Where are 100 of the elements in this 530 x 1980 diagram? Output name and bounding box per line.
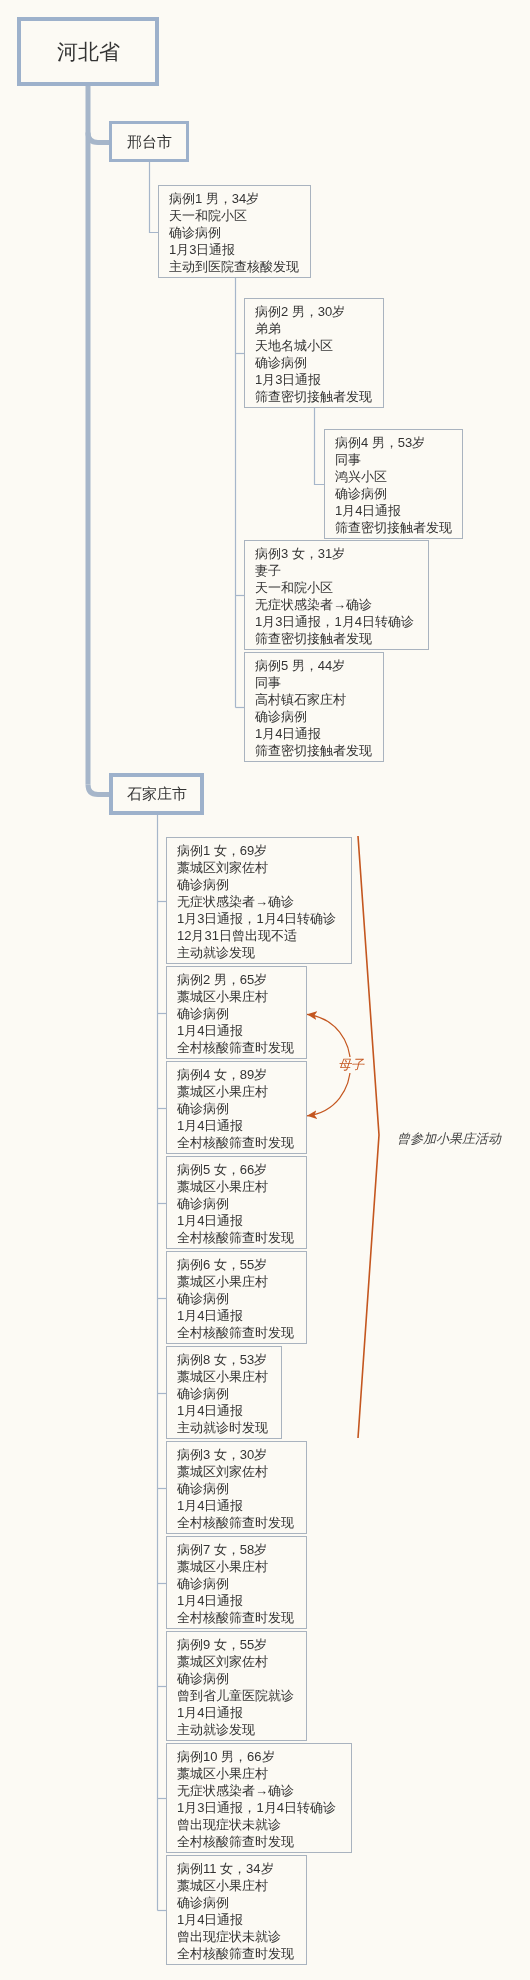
case-detail: 全村核酸筛查时发现 [177, 1039, 294, 1056]
case-detail: 12月31日曾出现不适 [177, 927, 297, 944]
case-detail: 全村核酸筛查时发现 [177, 1833, 294, 1850]
case-detail: 藁城区小果庄村 [177, 1877, 268, 1894]
case-heading: 病例11 女，34岁 [177, 1860, 274, 1877]
case-heading: 病例7 女，58岁 [177, 1541, 268, 1558]
case-box [166, 1251, 307, 1344]
case-detail: 全村核酸筛查时发现 [177, 1514, 294, 1531]
case-detail: 藁城区刘家佐村 [177, 859, 268, 876]
case-heading: 病例1 女，69岁 [177, 842, 268, 859]
case-detail: 筛查密切接触者发现 [255, 630, 372, 647]
case-heading: 病例2 男，30岁 [255, 303, 346, 320]
case-box [166, 1156, 307, 1249]
case-heading: 病例2 男，65岁 [177, 971, 268, 988]
case-detail: 无症状感染者→确诊 [177, 1782, 294, 1799]
case-heading: 病例5 女，66岁 [177, 1161, 268, 1178]
case-heading: 病例1 男，34岁 [169, 190, 260, 207]
case-detail: 1月3日通报，1月4日转确诊 [177, 910, 336, 927]
city-box [109, 121, 189, 162]
case-detail: 确诊病例 [177, 1480, 229, 1497]
case-detail: 藁城区刘家佐村 [177, 1653, 268, 1670]
case-detail: 1月4日通报 [177, 1704, 244, 1721]
case-detail: 天一和院小区 [169, 207, 247, 224]
case-heading: 病例8 女，53岁 [177, 1351, 268, 1368]
case-box [166, 1061, 307, 1154]
case-detail: 无症状感染者→确诊 [255, 596, 372, 613]
case-detail: 藁城区小果庄村 [177, 1558, 268, 1575]
case-detail: 确诊病例 [177, 1100, 229, 1117]
case-detail: 确诊病例 [177, 1385, 229, 1402]
city-name: 石家庄市 [126, 785, 187, 803]
case-detail: 确诊病例 [177, 1195, 229, 1212]
city-name: 邢台市 [126, 132, 172, 151]
case-detail: 全村核酸筛查时发现 [177, 1134, 294, 1151]
case-detail: 全村核酸筛查时发现 [177, 1945, 294, 1962]
case-detail: 藁城区小果庄村 [177, 1178, 268, 1195]
case-heading: 病例6 女，55岁 [177, 1256, 268, 1273]
case-box [166, 1441, 307, 1534]
city-box [109, 773, 204, 815]
case-box [166, 1346, 282, 1439]
case-detail: 1月4日通报 [335, 502, 402, 519]
case-detail: 同事 [335, 451, 361, 468]
case-heading: 病例4 男，53岁 [335, 434, 426, 451]
case-heading: 病例3 女，30岁 [177, 1446, 268, 1463]
case-detail: 天一和院小区 [255, 579, 333, 596]
case-detail: 主动就诊发现 [177, 944, 255, 961]
case-detail: 藁城区小果庄村 [177, 1273, 268, 1290]
bracket-label: 曾参加小果庄活动 [397, 1131, 501, 1147]
case-box [244, 540, 429, 650]
case-detail: 藁城区小果庄村 [177, 988, 268, 1005]
case-detail: 藁城区小果庄村 [177, 1368, 268, 1385]
case-detail: 1月4日通报 [177, 1911, 244, 1928]
curved-arrow [306, 1012, 352, 1118]
case-detail: 确诊病例 [255, 708, 307, 725]
case-detail: 1月3日通报 [255, 371, 322, 388]
case-detail: 1月4日通报 [177, 1022, 244, 1039]
connector-line [85, 132, 109, 145]
case-detail: 确诊病例 [177, 1894, 229, 1911]
case-detail: 鸿兴小区 [335, 468, 387, 485]
connector-line [156, 814, 159, 1912]
case-detail: 曾到省儿童医院就诊 [177, 1687, 294, 1704]
case-detail: 全村核酸筛查时发现 [177, 1609, 294, 1626]
case-detail: 确诊病例 [177, 1290, 229, 1307]
case-box [244, 298, 384, 408]
case-box [166, 1855, 307, 1965]
case-detail: 藁城区刘家佐村 [177, 1463, 268, 1480]
case-detail: 主动到医院查核酸发现 [169, 258, 299, 275]
case-detail: 藁城区小果庄村 [177, 1765, 268, 1782]
case-detail: 1月4日通报 [177, 1307, 244, 1324]
case-box [166, 1631, 307, 1741]
case-detail: 1月3日通报，1月4日转确诊 [177, 1799, 336, 1816]
case-box [166, 1536, 307, 1629]
case-detail: 确诊病例 [177, 1575, 229, 1592]
case-detail: 全村核酸筛查时发现 [177, 1324, 294, 1341]
case-detail: 1月4日通报 [177, 1497, 244, 1514]
case-detail: 1月4日通报 [255, 725, 322, 742]
case-detail: 筛查密切接触者发现 [335, 519, 452, 536]
edge-label: 母子 [336, 1057, 365, 1074]
case-detail: 无症状感染者→确诊 [177, 893, 294, 910]
case-box [158, 185, 311, 278]
case-heading: 病例9 女，55岁 [177, 1636, 268, 1653]
case-detail: 确诊病例 [169, 224, 221, 241]
case-detail: 高村镇石家庄村 [255, 691, 346, 708]
case-detail: 1月4日通报 [177, 1402, 244, 1419]
case-detail: 弟弟 [255, 320, 281, 337]
case-box [166, 966, 307, 1059]
case-box [244, 652, 384, 762]
case-detail: 天地名城小区 [255, 337, 333, 354]
connector-line [85, 784, 109, 797]
case-heading: 病例3 女，31岁 [255, 545, 346, 562]
case-detail: 曾出现症状未就诊 [177, 1928, 281, 1945]
case-detail: 筛查密切接触者发现 [255, 742, 372, 759]
case-detail: 确诊病例 [335, 485, 387, 502]
case-heading: 病例4 女，89岁 [177, 1066, 268, 1083]
connector-line [234, 277, 237, 709]
case-detail: 全村核酸筛查时发现 [177, 1229, 294, 1246]
case-detail: 同事 [255, 674, 281, 691]
case-detail: 主动就诊时发现 [177, 1419, 268, 1436]
case-detail: 1月4日通报 [177, 1212, 244, 1229]
connector-line [85, 86, 91, 785]
case-detail: 确诊病例 [177, 876, 229, 893]
